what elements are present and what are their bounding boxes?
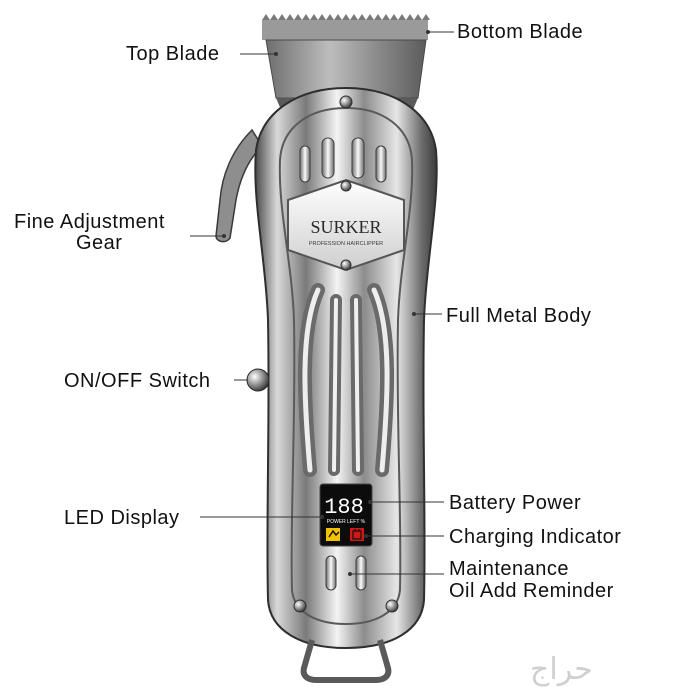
label-battery-power: Battery Power	[449, 492, 582, 514]
label-bottom-blade: Bottom Blade	[457, 21, 584, 43]
bottom-blade	[262, 14, 430, 40]
led-digits: 188	[324, 495, 364, 520]
label-maintenance: Maintenance	[449, 558, 570, 580]
fine-adjustment-gear	[215, 128, 263, 243]
label-fine-adjustment: Fine Adjustment	[14, 211, 165, 233]
brand-tagline: PROFESSION HAIRCLIPPER	[309, 241, 383, 247]
label-top-blade: Top Blade	[126, 43, 220, 65]
label-led-display: LED Display	[64, 507, 180, 529]
label-oil-add-reminder: Oil Add Reminder	[449, 580, 614, 602]
hanging-loop	[300, 639, 392, 683]
label-charging-indicator: Charging Indicator	[449, 526, 622, 548]
label-fine-adjustment-gear: Gear	[76, 232, 123, 254]
brand-name: SURKER	[310, 217, 381, 237]
oil-reminder-icon	[326, 528, 340, 541]
watermark: حراج	[530, 652, 593, 687]
power-switch-knob	[246, 368, 270, 392]
label-full-metal-body: Full Metal Body	[446, 305, 592, 327]
clipper-body	[254, 86, 438, 650]
led-caption: POWER LEFT %	[327, 519, 366, 525]
label-on-off-switch: ON/OFF Switch	[64, 370, 211, 392]
